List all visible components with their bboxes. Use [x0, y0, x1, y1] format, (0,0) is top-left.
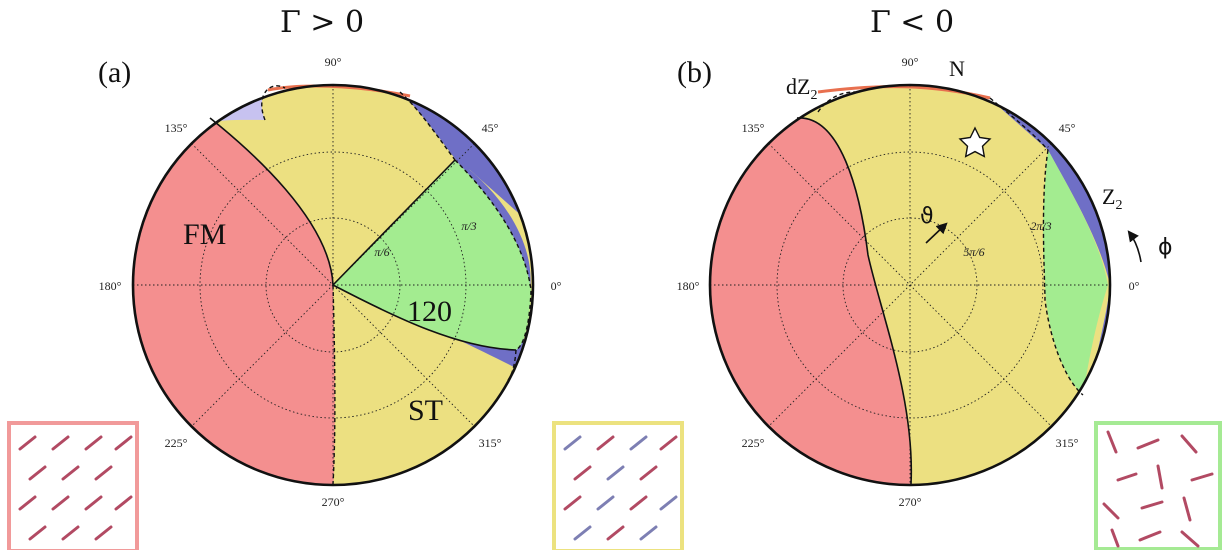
inset-fm: [7, 421, 139, 550]
angle-0-a: 0°: [551, 279, 562, 293]
phi-arrow-icon: [1127, 230, 1142, 263]
z2-boundary-b: [989, 97, 1049, 151]
inset-st-frame: [552, 421, 684, 550]
angle-90-b: 90°: [902, 55, 919, 69]
angle-90-a: 90°: [325, 55, 342, 69]
radial-label-2-b: 2π/3: [1030, 219, 1051, 233]
panel-a: Γ > 0 (a) 90° 135°: [98, 5, 562, 509]
angle-225-a: 225°: [165, 436, 188, 450]
z2-label: Z2: [1102, 184, 1122, 213]
dz2-boundary-a: [261, 85, 286, 121]
inset-fm-spins: [18, 435, 133, 541]
angle-315-b: 315°: [1056, 436, 1079, 450]
fm-boundary-a: [209, 117, 334, 286]
fm-st-boundary-a: [332, 284, 336, 485]
r120-upper-boundary-a: [332, 159, 456, 286]
dz2-label: dZ2: [786, 74, 817, 103]
fm-label: FM: [183, 218, 226, 251]
r120-lower-boundary-a: [332, 284, 517, 351]
panel-a-title: Γ > 0: [280, 5, 364, 40]
r120-boundary-b: [1042, 149, 1084, 396]
r120-label: 120: [407, 295, 452, 328]
r120-region-b: [1043, 150, 1108, 395]
inset-st-spins: [563, 435, 678, 541]
angle-180-b: 180°: [677, 279, 700, 293]
panel-a-label: (a): [98, 56, 131, 89]
inset-st: [552, 421, 684, 550]
panel-b-title: Γ < 0: [870, 5, 954, 40]
panel-b-label: (b): [677, 56, 712, 89]
star-marker-icon: [958, 126, 992, 158]
angle-0-b: 0°: [1129, 279, 1140, 293]
fm-boundary-b: [796, 117, 913, 485]
phi-symbol: ϕ: [1158, 235, 1173, 260]
angle-135-b: 135°: [742, 121, 765, 135]
angle-270-b: 270°: [899, 495, 922, 509]
angle-45-b: 45°: [1059, 121, 1076, 135]
outer-circle-a: [131, 83, 535, 487]
n-label: N: [949, 56, 965, 81]
radial-label-2-a: π/3: [461, 219, 476, 233]
radial-label-1-a: π/6: [374, 245, 389, 259]
angle-315-a: 315°: [479, 436, 502, 450]
angle-225-b: 225°: [742, 436, 765, 450]
inset-120-frame: [1094, 421, 1222, 550]
inset-fm-frame: [7, 421, 139, 550]
theta-symbol: ϑ: [920, 204, 934, 229]
r120-z2-boundary-a: [454, 159, 532, 351]
r120-region-a: [333, 160, 531, 350]
angle-135-a: 135°: [165, 121, 188, 135]
radial-label-1-b: 5π/6: [963, 245, 984, 259]
outer-circle-b: [708, 83, 1112, 487]
panel-b: Γ < 0 (b) 90° 135° 45° 180° 0° 225°: [677, 5, 1173, 509]
theta-arrow-icon: [925, 222, 948, 244]
angle-45-a: 45°: [482, 121, 499, 135]
angle-180-a: 180°: [99, 279, 122, 293]
angle-270-a: 270°: [322, 495, 345, 509]
inset-120: [1094, 421, 1222, 550]
st-label: ST: [408, 394, 443, 427]
inset-120-spins: [1102, 430, 1214, 548]
panel-b-grid: [710, 85, 1110, 485]
